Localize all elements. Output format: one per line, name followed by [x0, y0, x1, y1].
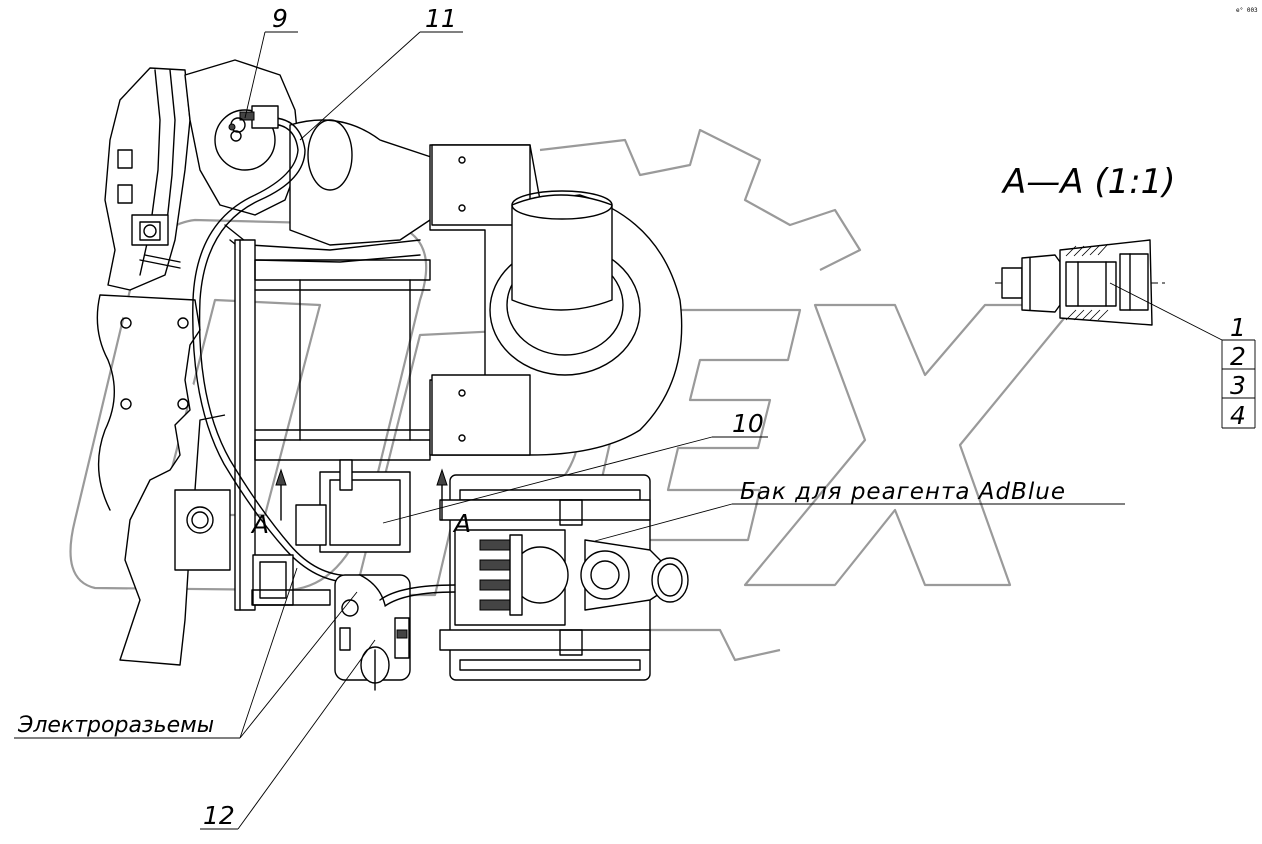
muffler	[429, 144, 683, 456]
callout-2: 2	[1230, 342, 1246, 371]
leader-11	[299, 31, 463, 141]
leader-10	[382, 436, 768, 524]
connector-box	[251, 554, 331, 606]
exhaust-pipe	[184, 59, 446, 263]
adblue-tank	[439, 474, 689, 681]
frame-rails	[234, 239, 431, 611]
section-view-title: А—А (1:1)	[1001, 162, 1176, 202]
corner-code: e° 003	[1236, 7, 1258, 14]
section-mark-left: А	[250, 510, 269, 539]
connectors-label: Электроразьемы	[17, 713, 214, 738]
leader-tank	[594, 503, 1125, 542]
section-mark-right: А	[452, 509, 471, 538]
leader-12	[200, 639, 376, 830]
leader-9	[244, 31, 298, 119]
section-arrows	[275, 468, 448, 521]
section-aa-detail	[995, 239, 1165, 326]
callout-3: 3	[1230, 371, 1246, 400]
leader-connectors	[14, 567, 358, 739]
callout-10: 10	[732, 409, 764, 438]
stack-callout	[1109, 282, 1256, 429]
dosing-module	[295, 459, 411, 691]
callout-4: 4	[1230, 401, 1246, 430]
sensor-cable	[192, 117, 361, 584]
callout-9: 9	[272, 4, 288, 33]
callout-1: 1	[1230, 313, 1246, 342]
reagent-hose	[379, 584, 456, 607]
engine-frame	[96, 67, 231, 666]
callout-11: 11	[425, 4, 457, 33]
callout-12: 12	[203, 801, 235, 830]
tank-label: Бак для реагента AdBlue	[740, 479, 1066, 505]
nox-sensor	[228, 105, 279, 142]
